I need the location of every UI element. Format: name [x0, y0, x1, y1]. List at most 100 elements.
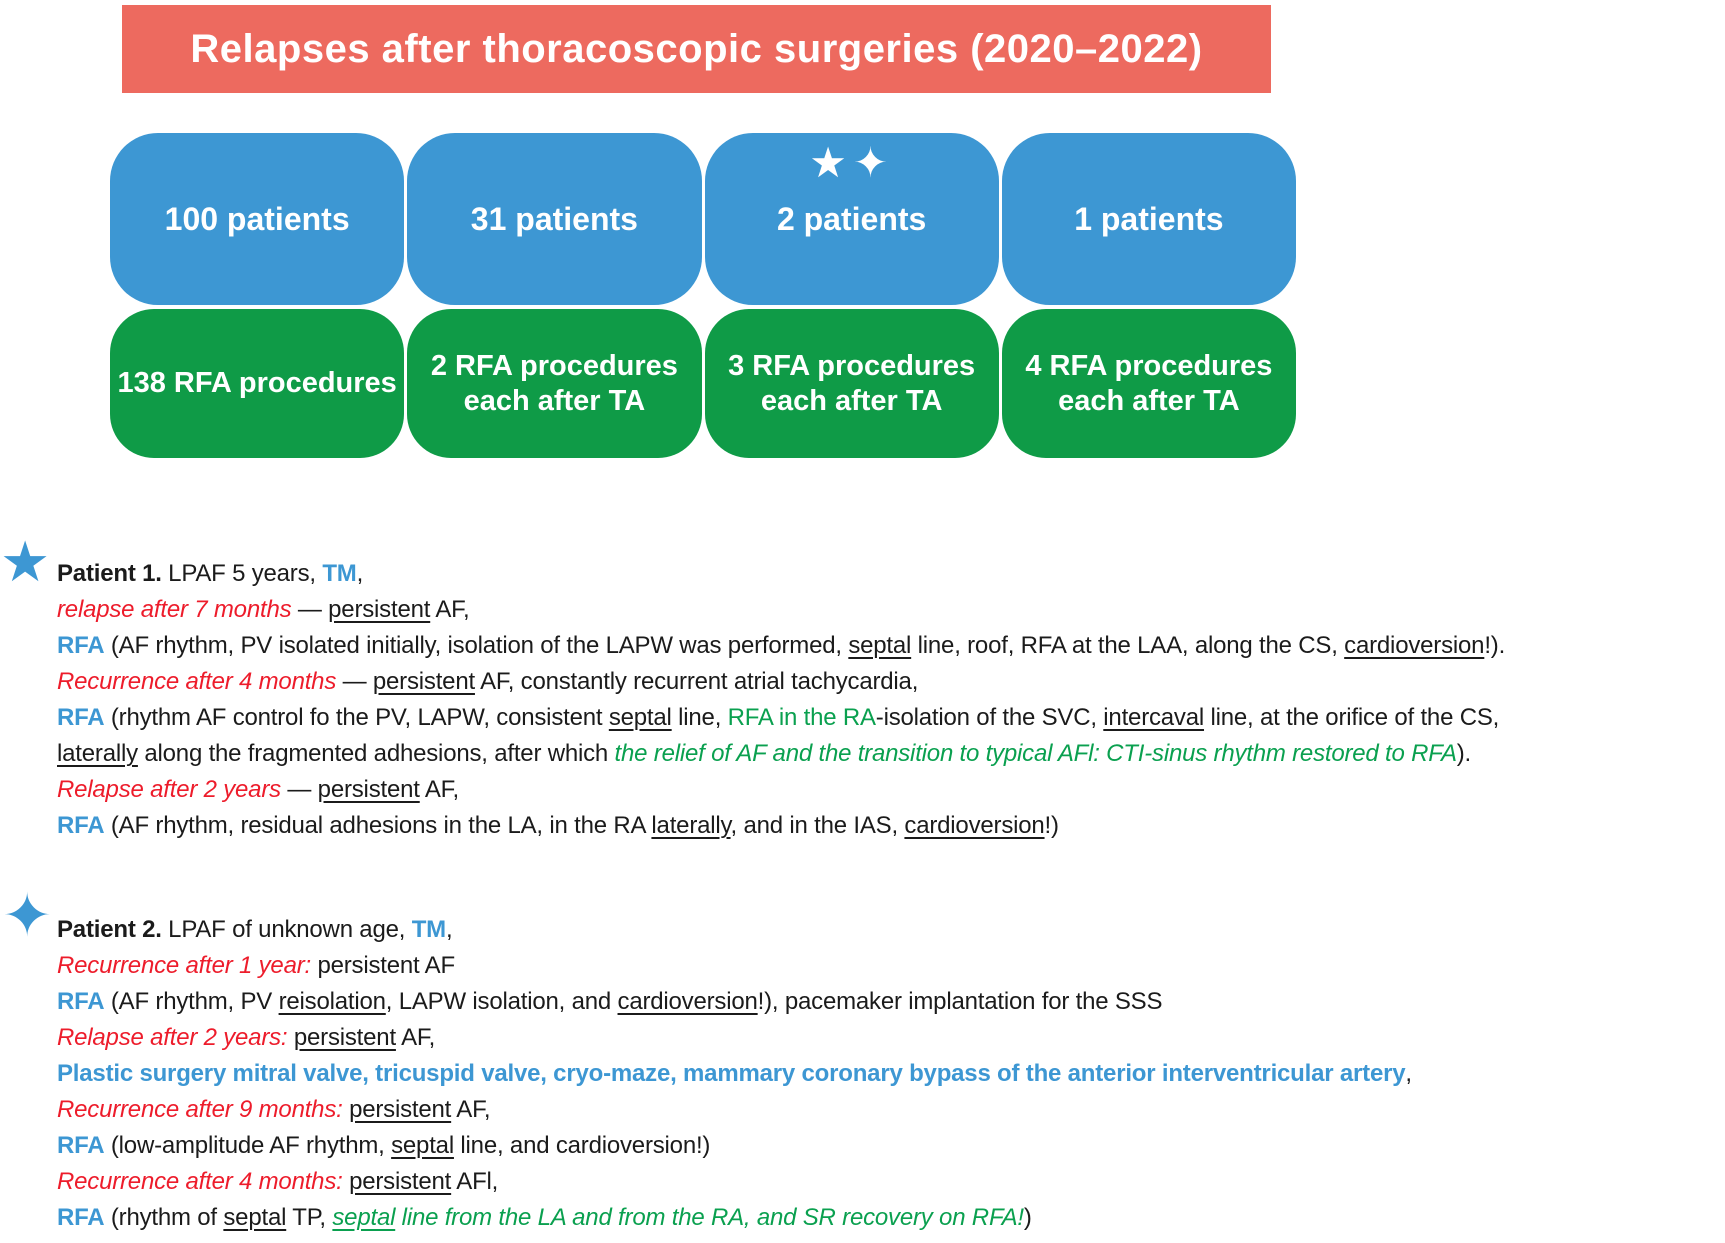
- text-run: septal: [223, 1204, 287, 1231]
- patients-count-label: 31 patients: [470, 200, 638, 237]
- text-run: AF,: [419, 776, 459, 803]
- text-run: Relapse after 2 years:: [57, 1024, 288, 1051]
- star-icon: ★: [809, 139, 853, 186]
- text-run: AF, constantly recurrent atrial tachycar…: [474, 668, 919, 695]
- text-run: line, roof, RFA at the LAA, along the CS…: [911, 632, 1345, 659]
- patients-count-box: 1 patients: [1001, 133, 1296, 305]
- text-run: line, at the orifice of the CS,: [1204, 704, 1500, 731]
- text-run: RFA: [57, 704, 105, 731]
- note-line: RFA (low-amplitude AF rhythm, septal lin…: [57, 1128, 1725, 1164]
- text-run: RFA: [57, 988, 105, 1015]
- text-run: (AF rhythm, PV: [104, 988, 279, 1015]
- text-run: TM: [411, 916, 446, 943]
- text-run: reisolation: [278, 988, 386, 1015]
- text-run: (rhythm AF control fo the PV, LAPW, cons…: [104, 704, 609, 731]
- patient-note: ★Patient 1. LPAF 5 years, TM,relapse aft…: [0, 534, 1725, 844]
- text-run: laterally: [57, 740, 138, 767]
- text-run: ).: [1456, 740, 1472, 767]
- text-run: !).: [1484, 632, 1506, 659]
- procedures-count-label: each after TA: [463, 384, 646, 417]
- note-line: Recurrence after 4 months: persistent AF…: [57, 1164, 1725, 1200]
- text-run: RFA in the RA: [727, 704, 876, 731]
- note-line: RFA (AF rhythm, residual adhesions in th…: [57, 808, 1725, 844]
- text-run: Patient 2.: [57, 916, 162, 943]
- text-run: AFl,: [451, 1168, 499, 1195]
- text-run: RFA: [57, 632, 105, 659]
- patients-count-label: 2 patients: [776, 200, 927, 237]
- text-run: RFA: [57, 812, 105, 839]
- text-run: AF,: [430, 596, 470, 623]
- procedures-count-label: 138 RFA procedures: [117, 367, 397, 399]
- sparkle-icon: ✦: [2, 882, 53, 949]
- text-run: Patient 1.: [57, 560, 162, 587]
- procedures-count-label: 4 RFA procedures: [1025, 349, 1273, 382]
- note-line: Plastic surgery mitral valve, tricuspid …: [57, 1056, 1725, 1092]
- text-run: , and in the IAS,: [730, 812, 905, 839]
- text-run: persistent: [372, 668, 475, 695]
- patients-count-box: 100 patients: [110, 133, 405, 305]
- text-run: Plastic surgery mitral valve, tricuspid …: [57, 1060, 1406, 1087]
- text-run: (low-amplitude AF rhythm,: [104, 1132, 392, 1159]
- text-run: line from the LA and from the RA, and SR…: [395, 1204, 1024, 1231]
- text-run: (rhythm of: [104, 1204, 224, 1231]
- note-line: RFA (AF rhythm, PV isolated initially, i…: [57, 628, 1725, 664]
- text-run: ,: [356, 560, 364, 587]
- text-run: LPAF of unknown age,: [161, 916, 412, 943]
- text-run: !): [1044, 812, 1059, 839]
- procedures-count-label: each after TA: [1058, 384, 1240, 417]
- text-run: AF,: [395, 1024, 436, 1051]
- sparkle-icon: ✦: [852, 139, 895, 186]
- text-run: (AF rhythm, PV isolated initially, isola…: [104, 632, 849, 659]
- patients-row: 100 patients 31 patients ★✦ 2 patients 1 pat…: [110, 133, 1296, 305]
- text-run: Recurrence after 4 months:: [57, 1168, 343, 1195]
- note-line: Recurrence after 9 months: persistent AF…: [57, 1092, 1725, 1128]
- text-run: , LAPW isolation, and: [385, 988, 618, 1015]
- page-title: Relapses after thoracoscopic surgeries (…: [190, 26, 1203, 71]
- text-run: ,: [445, 916, 453, 943]
- text-run: Recurrence after 4 months: [57, 668, 337, 695]
- text-run: septal: [608, 704, 672, 731]
- text-run: persistent: [328, 596, 431, 623]
- patients-count-box: ★✦ 2 patients: [704, 133, 999, 305]
- text-run: Relapse after 2 years: [57, 776, 281, 803]
- text-run: RFA: [57, 1132, 105, 1159]
- text-run: cardioversion: [1344, 632, 1485, 659]
- text-run: intercaval: [1103, 704, 1205, 731]
- note-line: Relapse after 2 years: persistent AF,: [57, 1020, 1725, 1056]
- text-run: TP,: [286, 1204, 333, 1231]
- procedures-count-box: 138 RFA procedures: [110, 309, 405, 458]
- text-run: septal: [332, 1204, 396, 1231]
- text-run: Recurrence after 1 year:: [57, 952, 311, 979]
- text-run: ,: [1405, 1060, 1412, 1087]
- text-run: line,: [671, 704, 728, 731]
- text-run: —: [280, 776, 318, 803]
- patients-count-box: 31 patients: [407, 133, 702, 305]
- text-run: persistent: [293, 1024, 396, 1051]
- text-run: —: [336, 668, 373, 695]
- note-line: Patient 1. LPAF 5 years, TM,: [57, 556, 1725, 592]
- note-line: RFA (rhythm of septal TP, septal line fr…: [57, 1200, 1725, 1236]
- patient-note: ✦Patient 2. LPAF of unknown age, TM,Recu…: [0, 886, 1725, 1236]
- note-line: RFA (rhythm AF control fo the PV, LAPW, …: [57, 700, 1725, 736]
- text-run: laterally: [651, 812, 731, 839]
- note-line: Recurrence after 1 year: persistent AF: [57, 948, 1725, 984]
- procedures-count-label: each after TA: [760, 384, 943, 417]
- star-icon: ★: [0, 530, 51, 593]
- patients-count-label: 100 patients: [164, 200, 350, 237]
- text-run: ): [1023, 1204, 1032, 1231]
- text-run: septal: [848, 632, 912, 659]
- text-run: line, and cardioversion!): [453, 1132, 711, 1159]
- text-run: Recurrence after 9 months:: [57, 1096, 343, 1123]
- text-run: cardioversion: [904, 812, 1045, 839]
- note-line: Recurrence after 4 months — persistent A…: [57, 664, 1725, 700]
- text-run: relapse after 7 months: [57, 596, 292, 623]
- text-run: persistent: [349, 1096, 452, 1123]
- text-run: LPAF 5 years,: [161, 560, 323, 587]
- text-run: RFA: [57, 1204, 105, 1231]
- procedures-count-label: 2 RFA procedures: [430, 349, 678, 382]
- note-line: laterally along the fragmented adhesions…: [57, 736, 1725, 772]
